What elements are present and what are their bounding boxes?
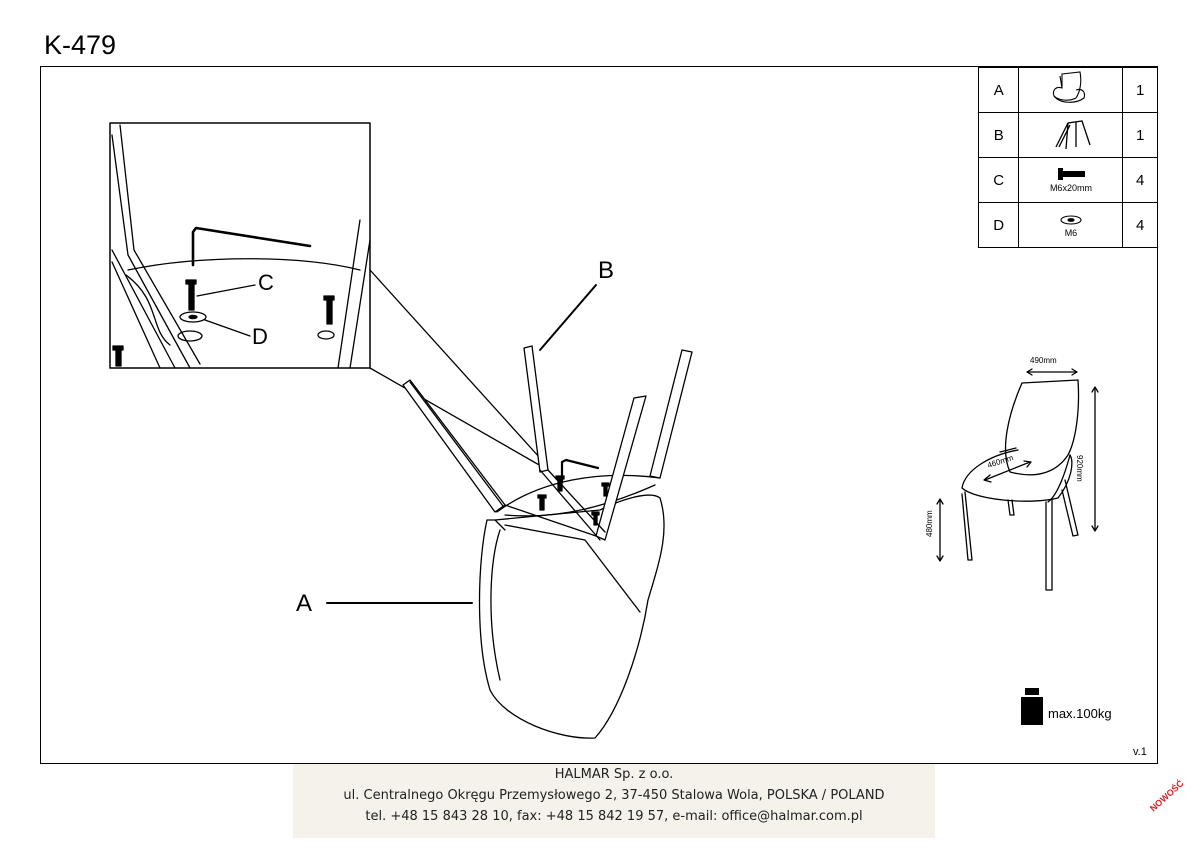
callout-a: A [296, 590, 313, 617]
bolt-icon: M6x20mm [1018, 157, 1124, 203]
callout-c: C [258, 270, 274, 295]
dimension-chair-drawing [936, 368, 1099, 591]
part-qty: 4 [1122, 202, 1158, 248]
drawing-frame [40, 66, 1158, 764]
part-letter: B [977, 112, 1020, 158]
callout-d: D [252, 324, 268, 349]
dimension-height: 920mm [1075, 455, 1084, 482]
document-title: K-479 [44, 30, 117, 60]
dimension-seat-height: 480mm [925, 510, 934, 537]
detail-inset [109, 122, 549, 471]
washer-spec: M6 [1064, 227, 1078, 238]
version-label: v.1 [1133, 746, 1147, 758]
company-contact: tel. +48 15 843 28 10, fax: +48 15 842 1… [365, 809, 863, 824]
chair-legs-icon [1018, 112, 1124, 158]
chair-seat-icon [1018, 67, 1124, 113]
parts-row: C M6x20mm 4 [977, 157, 1158, 203]
part-qty: 4 [1122, 157, 1158, 203]
weight-icon [1021, 688, 1043, 725]
company-address: ul. Centralnego Okręgu Przemysłowego 2, … [343, 788, 885, 803]
part-letter: C [977, 157, 1020, 203]
bolt-spec: M6x20mm [1049, 183, 1092, 193]
dimension-width: 490mm [1030, 356, 1057, 365]
callout-b: B [598, 257, 615, 284]
part-letter: A [977, 67, 1020, 113]
washer-icon: M6 [1018, 202, 1124, 248]
part-qty: 1 [1122, 67, 1158, 113]
main-chair-drawing [326, 284, 693, 739]
part-qty: 1 [1122, 112, 1158, 158]
part-letter: D [977, 202, 1020, 248]
company-footer: HALMAR Sp. z o.o. ul. Centralnego Okręgu… [293, 764, 935, 838]
max-load-label: max.100kg [1048, 706, 1112, 721]
parts-row: D M6 4 [977, 202, 1158, 248]
company-name: HALMAR Sp. z o.o. [554, 767, 674, 782]
parts-row: B 1 [977, 112, 1158, 158]
parts-table: A 1 B 1 C M6x20mm [977, 67, 1158, 248]
parts-row: A 1 [977, 67, 1158, 113]
